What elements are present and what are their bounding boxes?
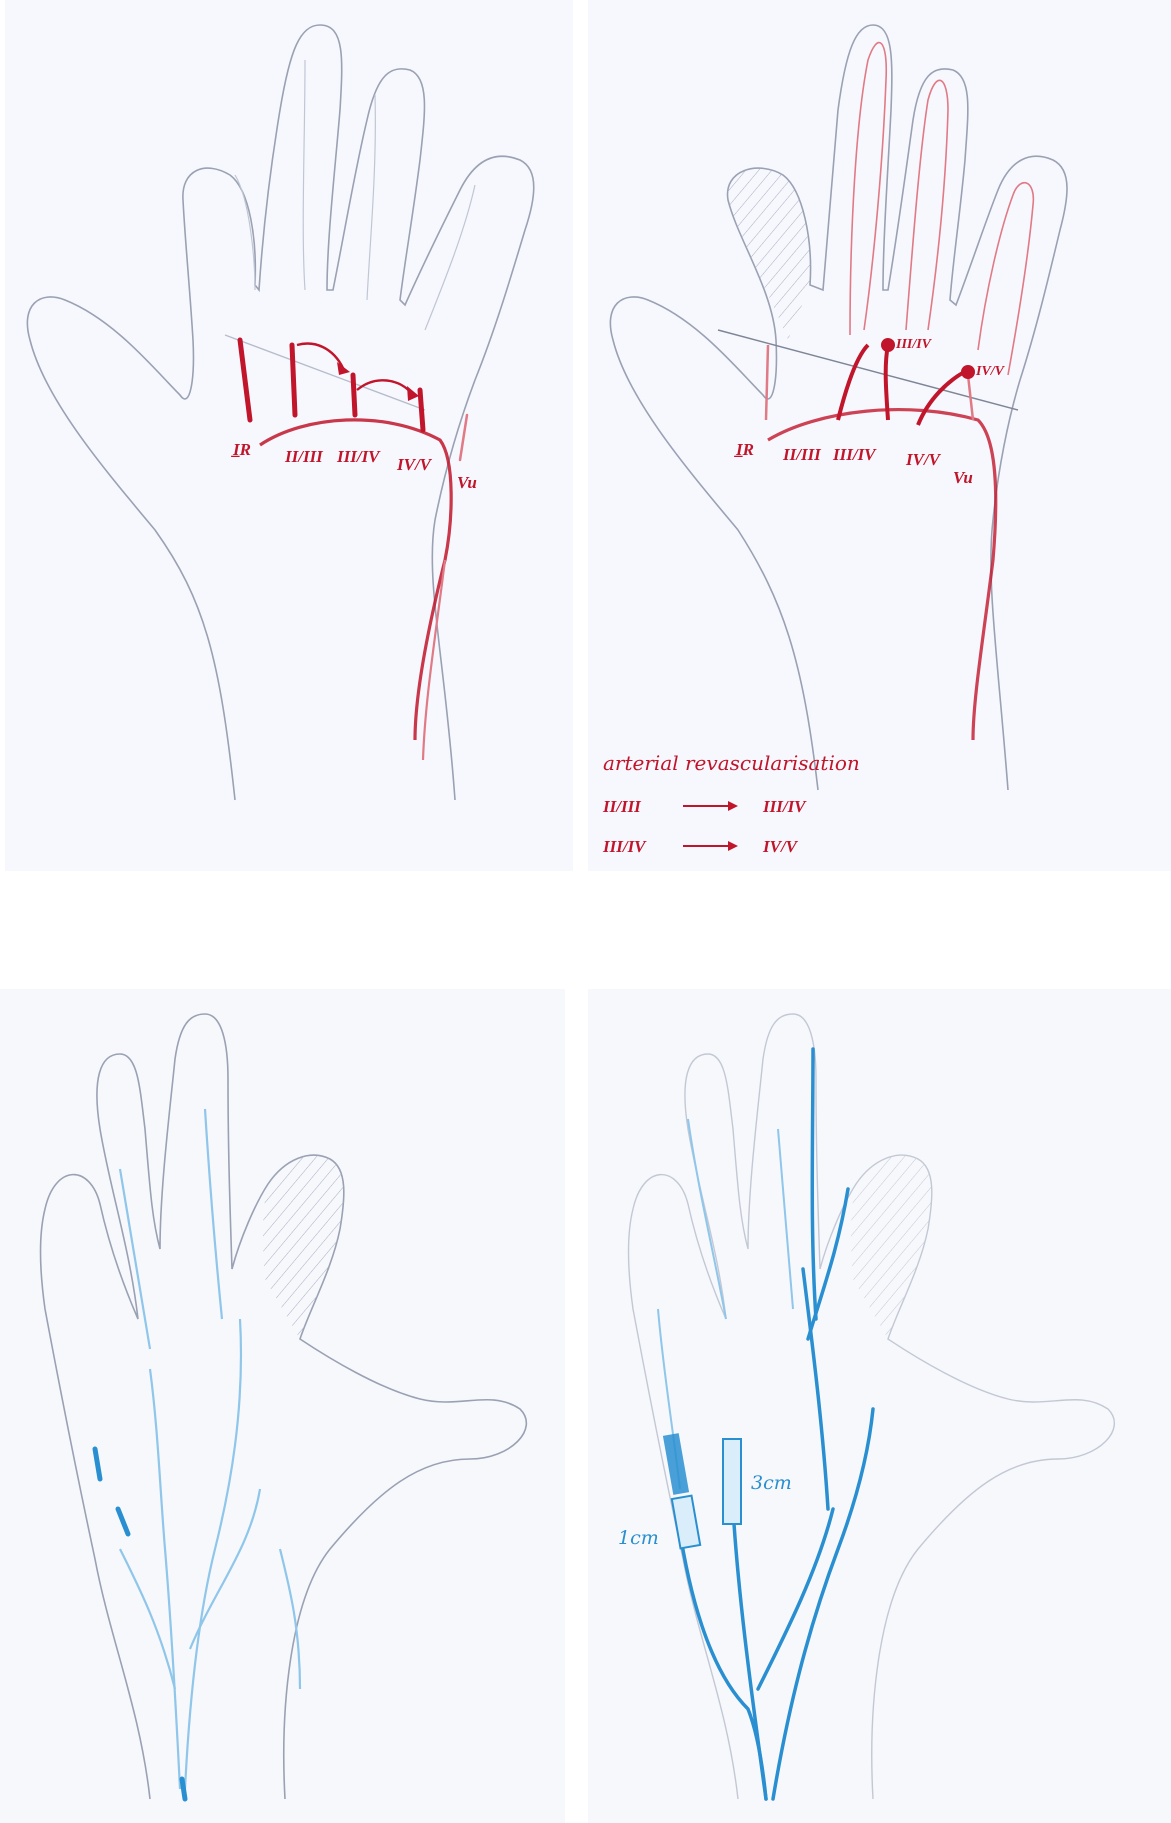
hand-drawing-dorsal-veins xyxy=(0,989,565,1823)
vein-graft-short xyxy=(672,1496,700,1549)
hand-drawing-palm-arterial: I̲R II/III III/IV IV/V Vu xyxy=(5,0,573,871)
junction-label-iii-iv: III/IV xyxy=(895,337,933,352)
vein-segment-1 xyxy=(95,1449,100,1479)
label-ir: I̲R xyxy=(230,440,251,459)
label-vu: Vu xyxy=(457,473,477,492)
artery-iv-v xyxy=(420,390,423,430)
hand-drawing-palm-revascularised: III/IV IV/V I̲R II/III III/IV IV/V Vu ar… xyxy=(588,0,1171,871)
hand-drawing-dorsal-vein-grafts: 1cm 3cm xyxy=(588,989,1171,1823)
hatched-amputated-digit xyxy=(728,168,811,340)
label-iii-iv: III/IV xyxy=(336,447,381,466)
dorsal-veins xyxy=(678,1049,873,1799)
label-ir: I̲R xyxy=(733,440,754,459)
vein-segment-2 xyxy=(118,1509,128,1534)
label-iv-v: IV/V xyxy=(905,450,942,469)
measurement-long: 3cm xyxy=(751,1472,792,1494)
legend-row-2-from: III/IV xyxy=(602,837,647,856)
panel-arterial-before: I̲R II/III III/IV IV/V Vu xyxy=(5,0,573,871)
finger-inner-lines xyxy=(235,60,475,330)
label-iv-v: IV/V xyxy=(396,455,433,474)
arrowhead-2-icon xyxy=(407,386,419,401)
legend-arrow-1-icon xyxy=(728,801,738,811)
vein-proximal-segment xyxy=(663,1433,689,1495)
vein-grafts xyxy=(663,1433,741,1548)
hand-outline xyxy=(27,25,533,800)
palmar-crease xyxy=(225,335,425,410)
panel-venous-after: 1cm 3cm xyxy=(588,989,1171,1823)
legend-row-1-to: III/IV xyxy=(762,797,807,816)
artery-ii-iii xyxy=(292,345,295,415)
legend-row-2-to: IV/V xyxy=(762,837,799,856)
digital-arteries xyxy=(240,340,467,460)
label-vu: Vu xyxy=(953,468,973,487)
label-iii-iv: III/IV xyxy=(832,445,877,464)
hand-outline xyxy=(40,1014,526,1799)
hatched-amputated-digit xyxy=(851,1155,932,1339)
measurement-short: 1cm xyxy=(618,1527,659,1549)
panel-arterial-after: III/IV IV/V I̲R II/III III/IV IV/V Vu ar… xyxy=(588,0,1171,871)
label-ii-iii: II/III xyxy=(284,447,324,466)
anastomosis-iv-v-icon xyxy=(961,365,975,379)
arrowhead-1-icon xyxy=(337,362,350,375)
legend-row-1-from: II/III xyxy=(602,797,642,816)
artery-ir xyxy=(240,340,250,420)
hatched-amputated-digit xyxy=(263,1155,344,1339)
legend-title: arterial revascularisation xyxy=(603,751,860,775)
junction-label-iv-v: IV/V xyxy=(975,364,1006,379)
vein-graft-long xyxy=(723,1439,741,1524)
hand-outline xyxy=(628,1014,1114,1799)
vein-segment-3 xyxy=(182,1779,185,1799)
label-ii-iii: II/III xyxy=(782,445,822,464)
legend-arrow-2-icon xyxy=(728,841,738,851)
panel-venous-before xyxy=(0,989,565,1823)
anastomosis-iii-iv-icon xyxy=(881,338,895,352)
digital-artery-outlines xyxy=(850,43,1033,375)
hand-outline xyxy=(610,25,1067,790)
legend: arterial revascularisation II/III III/IV… xyxy=(602,751,860,856)
artery-iii-iv xyxy=(353,375,355,415)
